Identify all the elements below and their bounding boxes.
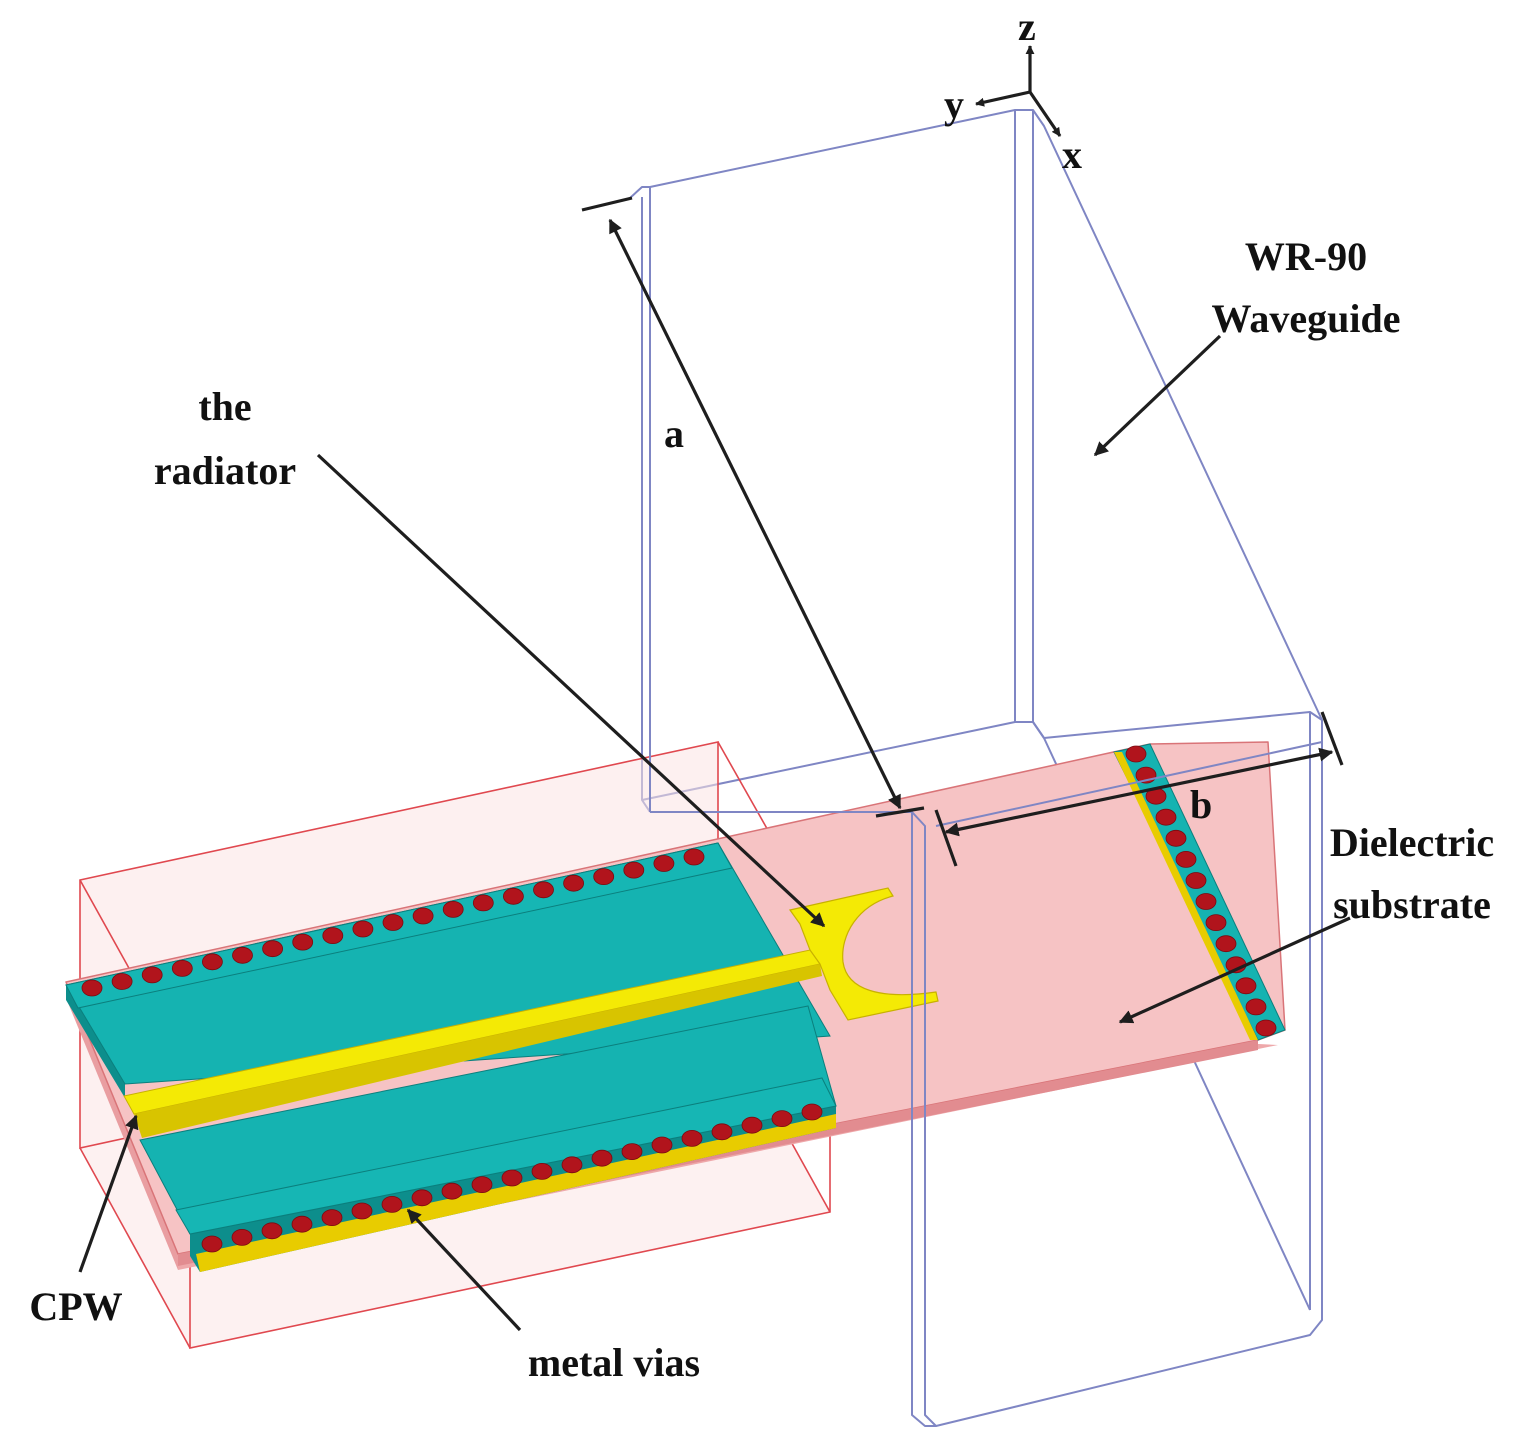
metal-via: [1245, 998, 1267, 1016]
metal-via: [382, 914, 404, 931]
via-row-lower: [201, 1103, 823, 1253]
metal-via: [352, 920, 374, 938]
metal-via: [741, 1116, 763, 1134]
metal-via: [201, 1235, 223, 1253]
metal-via: [441, 1182, 463, 1200]
metal-via: [351, 1202, 373, 1220]
metal-via: [1175, 851, 1197, 868]
metal-via: [1185, 872, 1207, 889]
metal-via: [442, 901, 464, 918]
metal-via: [322, 927, 344, 944]
metal-via: [1205, 914, 1227, 931]
metal-via: [262, 940, 284, 958]
metal-via: [231, 1229, 253, 1246]
vias-label: metal vias: [528, 1340, 700, 1385]
metal-via: [291, 1215, 313, 1233]
metal-via: [1195, 893, 1217, 910]
metal-via: [141, 966, 163, 984]
waveguide-label-line1: WR-90: [1245, 234, 1367, 279]
radiator-pointer: [316, 453, 826, 928]
dimension-a: [581, 196, 925, 818]
metal-via: [771, 1110, 793, 1127]
dimension-b: [934, 711, 1344, 867]
axis-y-label: y: [944, 82, 964, 127]
metal-via: [651, 1136, 673, 1154]
metal-via: [653, 855, 675, 872]
waveguide-pointer: [1093, 334, 1222, 457]
waveguide-label-line2: Waveguide: [1212, 296, 1401, 341]
metal-via: [412, 907, 434, 925]
via-row-upper: [81, 848, 705, 997]
metal-via: [111, 973, 133, 990]
substrate-label-line2: substrate: [1333, 882, 1491, 927]
vias-pointer: [406, 1208, 522, 1332]
metal-via: [471, 1176, 493, 1193]
metal-via: [321, 1209, 343, 1226]
axis-z-label: z: [1018, 4, 1036, 49]
metal-via: [201, 953, 223, 971]
coordinate-axes: [975, 45, 1062, 137]
metal-via: [533, 881, 554, 899]
metal-via: [171, 960, 193, 977]
metal-via: [683, 848, 705, 866]
substrate-pointer: [1118, 916, 1351, 1024]
lower-ground-plane: [139, 1005, 837, 1272]
cpw-label: CPW: [29, 1284, 122, 1329]
substrate-label-line1: Dielectric: [1330, 820, 1494, 865]
metal-via: [232, 946, 253, 964]
metal-via: [503, 887, 524, 905]
metal-via: [292, 933, 314, 951]
metal-via: [563, 874, 584, 892]
metal-via: [501, 1169, 523, 1187]
metal-via: [623, 861, 645, 879]
metal-via: [261, 1222, 283, 1240]
dimension-a-label: a: [664, 411, 684, 456]
radiator-label-line1: the: [198, 384, 251, 429]
metal-via: [1165, 829, 1187, 847]
radiator-label-line2: radiator: [154, 448, 296, 493]
axis-x-label: x: [1062, 132, 1082, 177]
metal-via: [1255, 1019, 1277, 1037]
metal-via: [591, 1149, 613, 1167]
metal-via: [681, 1130, 703, 1147]
metal-via: [411, 1189, 433, 1207]
radiator: [788, 887, 939, 1021]
metal-via: [561, 1156, 583, 1174]
metal-via: [1215, 935, 1237, 953]
dimension-b-label: b: [1190, 782, 1212, 827]
metal-via: [381, 1196, 403, 1213]
metal-via: [1235, 977, 1257, 995]
cpw-pointer: [78, 1114, 139, 1273]
metal-via: [711, 1123, 733, 1141]
metal-via: [621, 1143, 643, 1160]
metal-via: [472, 894, 494, 912]
metal-via: [531, 1163, 553, 1180]
metal-via: [1155, 808, 1177, 826]
metal-via: [801, 1103, 823, 1121]
metal-via: [1125, 745, 1147, 763]
metal-via: [81, 979, 103, 997]
metal-via: [593, 868, 615, 885]
